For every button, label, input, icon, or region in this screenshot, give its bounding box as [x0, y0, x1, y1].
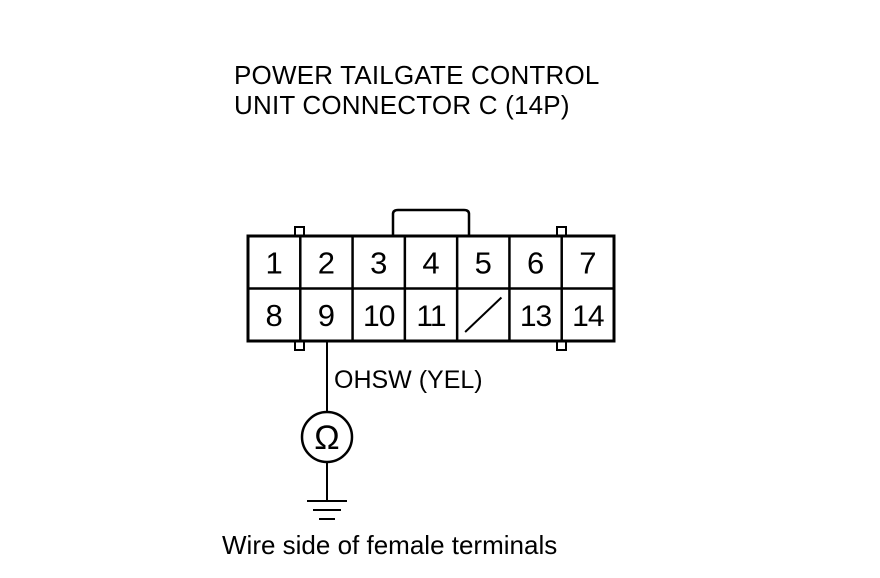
terminal-13: 13 — [520, 300, 552, 333]
connector-lock-tab — [391, 208, 471, 236]
terminal-3: 3 — [370, 245, 387, 280]
ground-icon — [307, 500, 347, 520]
terminal-5: 5 — [475, 245, 492, 280]
title-line-1: POWER TAILGATE CONTROL — [234, 60, 600, 90]
wire-label: OHSW (YEL) — [334, 366, 483, 394]
terminal-7: 7 — [579, 245, 596, 280]
title-line-2: UNIT CONNECTOR C (14P) — [234, 90, 570, 120]
terminal-11: 11 — [416, 300, 445, 333]
ohmmeter-symbol: Ω — [314, 419, 339, 457]
diagram-title: POWER TAILGATE CONTROL UNIT CONNECTOR C … — [234, 60, 600, 120]
terminal-2: 2 — [318, 245, 335, 280]
terminal-1: 1 — [266, 245, 283, 280]
diagram-caption: Wire side of female terminals — [222, 530, 558, 560]
unused-cavity-slash — [464, 296, 503, 333]
terminal-4: 4 — [422, 245, 439, 280]
terminal-8: 8 — [266, 298, 283, 333]
terminal-10: 10 — [363, 300, 395, 333]
terminal-14: 14 — [572, 300, 604, 333]
terminal-9: 9 — [318, 298, 335, 333]
terminal-6: 6 — [527, 245, 544, 280]
